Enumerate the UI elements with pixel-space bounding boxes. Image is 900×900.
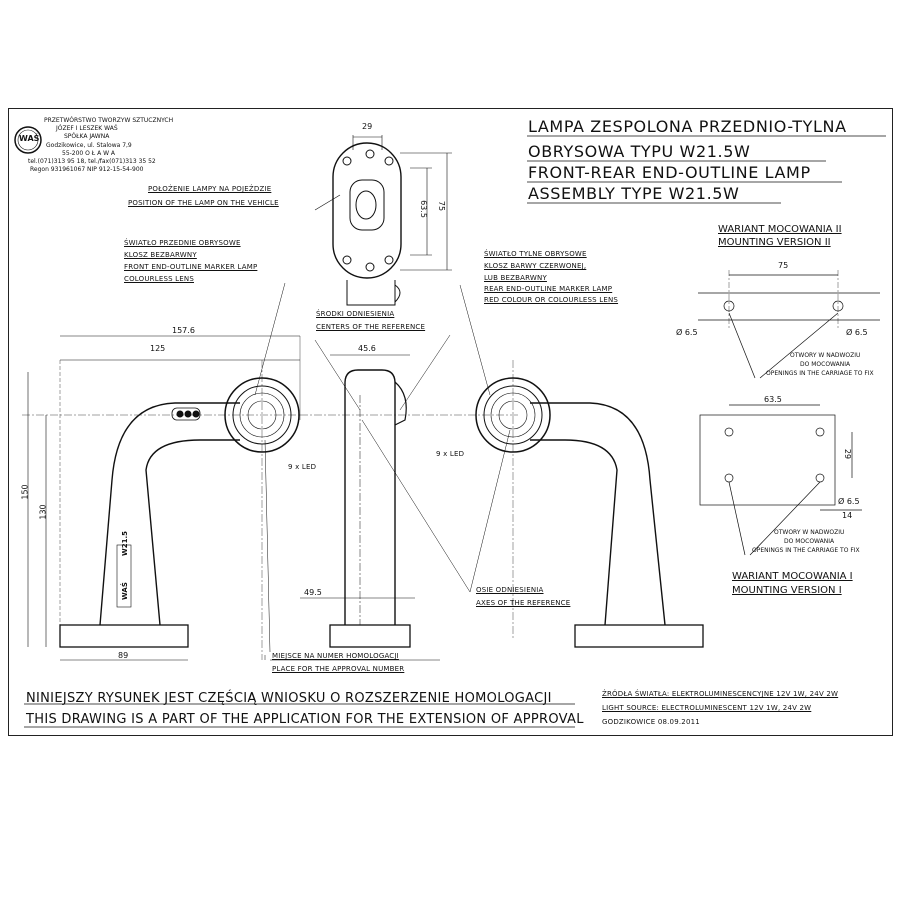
manufacturer-phone: tel.(071)313 95 18, tel./fax(071)313 35 … — [28, 158, 156, 165]
top-view — [314, 135, 452, 306]
dim-45: 45.6 — [358, 344, 376, 353]
m1-openings-pl1: OTWORY W NADWOZIU — [774, 529, 845, 536]
m2-hole-left: Ø 6.5 — [676, 328, 698, 337]
rear-label-pl3: LUB BEZBARWNY — [484, 274, 547, 282]
dim-top-width: 29 — [362, 122, 373, 131]
mount1-title-pl: WARIANT MOCOWANIA I — [732, 571, 853, 582]
title-line2: OBRYSOWA TYPU W21.5W — [528, 142, 751, 161]
manufacturer-address: Godzikowice, ul. Stalowa 7,9 — [46, 142, 132, 149]
approval-label-pl: MIEJSCE NA NUMER HOMOLOGACJI — [272, 652, 399, 660]
title-line1: LAMPA ZESPOLONA PRZEDNIO-TYLNA — [528, 117, 847, 136]
m1-dim-14: 14 — [842, 511, 853, 520]
source-pl: ŹRÓDŁA ŚWIATŁA: ELEKTROLUMINESCENCYJNE 1… — [602, 690, 839, 698]
right-lamp-view — [475, 360, 704, 648]
dim-49: 49.5 — [304, 588, 322, 597]
m1-openings-pl2: DO MOCOWANIA — [784, 538, 835, 545]
title-line3: FRONT-REAR END-OUTLINE LAMP — [528, 163, 811, 182]
front-label-pl2: KLOSZ BEZBARWNY — [124, 251, 197, 259]
title-line4: ASSEMBLY TYPE W21.5W — [528, 184, 740, 203]
dim-130: 130 — [38, 504, 48, 520]
axes-label-en: AXES OF THE REFERENCE — [476, 599, 571, 607]
manufacturer-regon: Regon 931961067 NIP 912-15-54-900 — [30, 166, 144, 173]
rear-label-pl1: ŚWIATŁO TYLNE OBRYSOWE — [484, 250, 587, 258]
front-label-en2: COLOURLESS LENS — [124, 275, 194, 283]
m1-openings-en: OPENINGS IN THE CARRIAGE TO FIX — [752, 547, 860, 554]
center-lamp-view — [300, 354, 520, 648]
mounting-version-1 — [699, 404, 862, 556]
manufacturer-company: SPÓŁKA JAWNA — [64, 133, 110, 140]
rear-label-pl2: KLOSZ BARWY CZERWONEJ, — [484, 262, 587, 270]
dim-top-h1: 63.5 — [418, 200, 428, 218]
m1-dim-height: 29 — [843, 448, 853, 460]
source-en: LIGHT SOURCE: ELECTROLUMINESCENT 12V 1W,… — [602, 704, 812, 712]
note-pl: NINIEJSZY RYSUNEK JEST CZĘŚCIĄ WNIOSKU O… — [26, 691, 552, 706]
dim-89: 89 — [118, 651, 129, 660]
m2-openings-pl1: OTWORY W NADWOZIU — [790, 352, 861, 359]
m2-dim-width: 75 — [778, 261, 789, 270]
drawing-frame — [8, 108, 893, 736]
front-label-pl1: ŚWIATŁO PRZEDNIE OBRYSOWE — [124, 239, 241, 247]
center-label-en: CENTERS OF THE REFERENCE — [316, 323, 426, 331]
logo-text: WAŚ — [19, 134, 40, 143]
mounting-version-2 — [698, 270, 880, 379]
position-label-pl: POŁOŻENIE LAMPY NA POJEŹDZIE — [148, 185, 272, 193]
rear-label-en1: REAR END-OUTLINE MARKER LAMP — [484, 285, 613, 293]
led-left-label: 9 x LED — [288, 463, 317, 471]
rear-label-en2: RED COLOUR OR COLOURLESS LENS — [484, 296, 619, 304]
manufacturer-logo — [14, 126, 42, 154]
m2-openings-pl2: DO MOCOWANIA — [800, 361, 851, 368]
mount2-title-en: MOUNTING VERSION II — [718, 237, 831, 248]
approval-label-en: PLACE FOR THE APPROVAL NUMBER — [272, 665, 405, 673]
m2-openings-en: OPENINGS IN THE CARRIAGE TO FIX — [766, 370, 874, 377]
led-right-label: 9 x LED — [436, 450, 465, 458]
body-mark-brand: WAŚ — [121, 582, 129, 600]
front-label-en1: FRONT END-OUTLINE MARKER LAMP — [124, 263, 258, 271]
leader-lines — [254, 282, 511, 661]
drawing-date: GODZIKOWICE 08.09.2011 — [602, 718, 700, 726]
m1-hole: Ø 6.5 — [838, 497, 860, 506]
manufacturer-city: 55-200 O Ł A W A — [62, 150, 116, 157]
mount2-title-pl: WARIANT MOCOWANIA II — [718, 224, 842, 235]
position-label-en: POSITION OF THE LAMP ON THE VEHICLE — [128, 199, 279, 207]
center-label-pl: ŚRODKI ODNIESIENIA — [316, 310, 395, 318]
mount1-title-en: MOUNTING VERSION I — [732, 585, 842, 596]
m2-hole-right: Ø 6.5 — [846, 328, 868, 337]
m1-dim-width: 63.5 — [764, 395, 782, 404]
left-lamp-view — [22, 335, 301, 661]
dim-150: 150 — [20, 484, 30, 500]
body-mark-model: W21.5 — [121, 531, 129, 556]
manufacturer-owners: JÓZEF I LESZEK WAŚ — [56, 125, 118, 132]
axes-label-pl: OSIE ODNIESIENIA — [476, 586, 544, 594]
dim-125: 125 — [150, 344, 166, 353]
dim-157: 157.6 — [172, 326, 195, 335]
manufacturer-name: PRZETWÓRSTWO TWORZYW SZTUCZNYCH — [44, 117, 174, 124]
dim-top-h2: 75 — [437, 200, 447, 212]
note-en: THIS DRAWING IS A PART OF THE APPLICATIO… — [26, 712, 584, 727]
